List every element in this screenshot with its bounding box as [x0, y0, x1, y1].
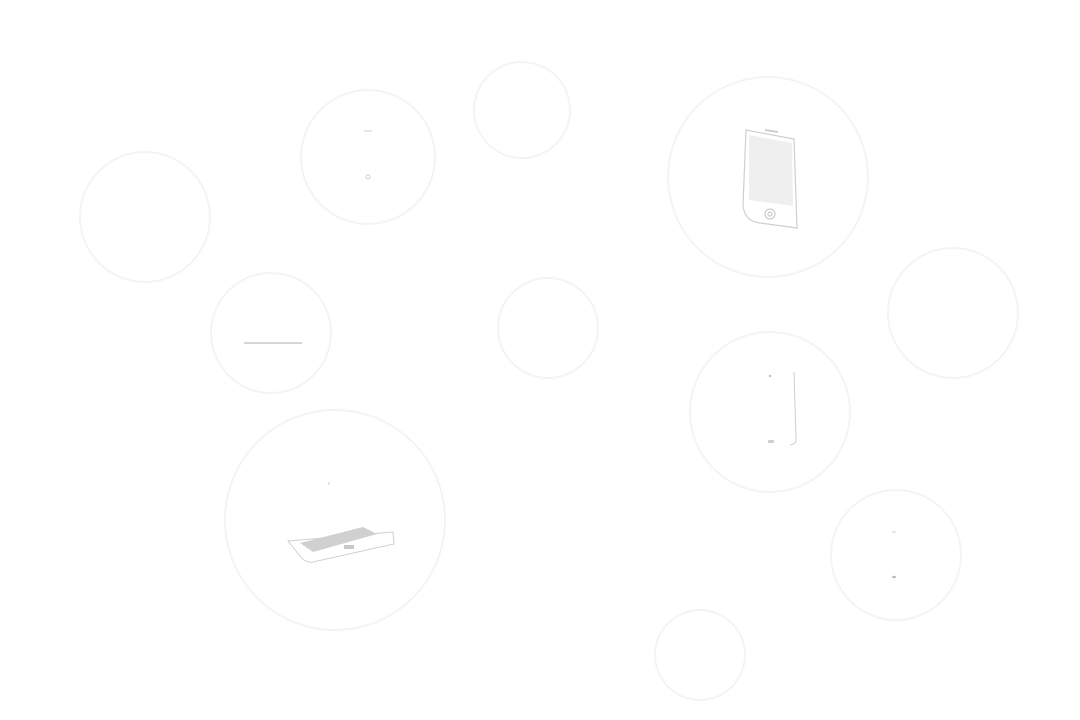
decorative-circle — [497, 277, 599, 379]
decorative-circle — [654, 609, 746, 701]
decorative-circle — [830, 489, 962, 621]
decorative-circle — [300, 89, 436, 225]
decorative-circle — [667, 76, 869, 278]
smartphone-illustration — [742, 129, 798, 229]
decorative-circle — [79, 151, 211, 283]
small-marks — [244, 130, 896, 579]
decorative-circles — [79, 61, 1019, 701]
decorative-circle — [210, 272, 332, 394]
decorative-circle — [473, 61, 571, 159]
laptop-illustration — [287, 482, 395, 563]
tablet-illustration — [768, 371, 797, 446]
decorative-circle — [224, 409, 446, 631]
decorative-circle — [689, 331, 851, 493]
decorative-circle — [887, 247, 1019, 379]
